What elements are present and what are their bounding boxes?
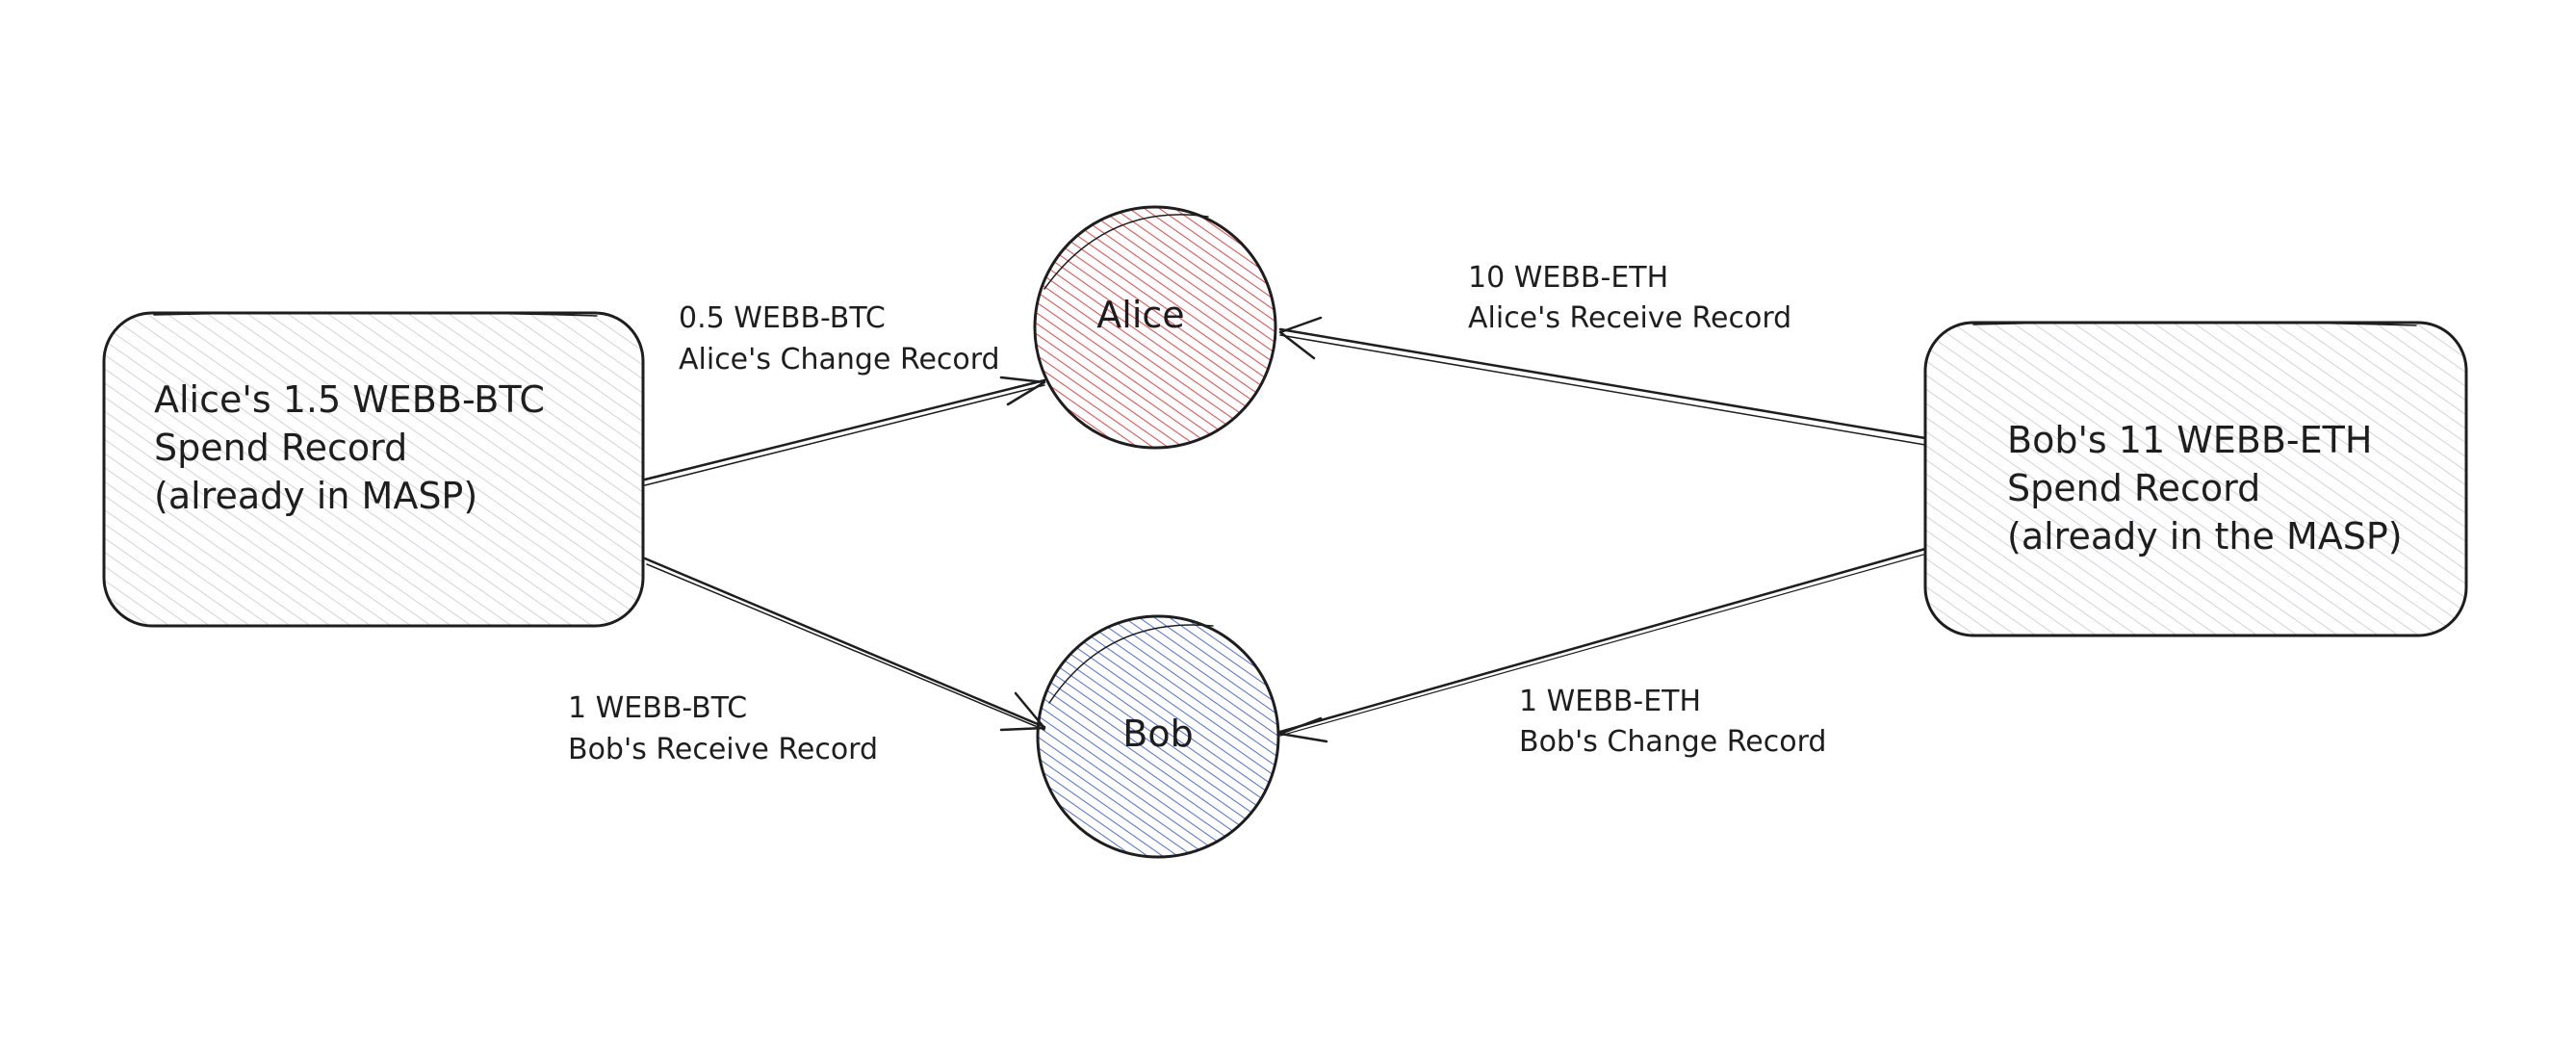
edge-alice-receive: 10 WEBB-ETH Alice's Receive Record bbox=[1278, 261, 1927, 446]
edge-bob-receive: 1 WEBB-BTC Bob's Receive Record bbox=[568, 557, 1046, 766]
bob-spend-record-box: Bob's 11 WEBB-ETH Spend Record (already … bbox=[1923, 321, 2468, 637]
alice-spend-line-2: Spend Record bbox=[154, 427, 407, 469]
alice-change-record: Alice's Change Record bbox=[679, 343, 1000, 376]
alice-receive-record: Alice's Receive Record bbox=[1468, 301, 1791, 335]
edge-bob-change: 1 WEBB-ETH Bob's Change Record bbox=[1278, 547, 1927, 759]
bob-label: Bob bbox=[1122, 713, 1193, 755]
alice-node: Alice bbox=[1033, 205, 1277, 450]
edge-alice-change: 0.5 WEBB-BTC Alice's Change Record bbox=[643, 301, 1046, 486]
bob-node: Bob bbox=[1036, 614, 1280, 859]
alice-change-amount: 0.5 WEBB-BTC bbox=[679, 301, 886, 335]
bob-change-record: Bob's Change Record bbox=[1519, 725, 1826, 759]
alice-spend-line-3: (already in MASP) bbox=[154, 475, 477, 517]
bob-receive-record: Bob's Receive Record bbox=[568, 733, 878, 766]
alice-spend-record-box: Alice's 1.5 WEBB-BTC Spend Record (alrea… bbox=[102, 311, 645, 628]
bob-receive-amount: 1 WEBB-BTC bbox=[568, 691, 747, 725]
alice-spend-line-1: Alice's 1.5 WEBB-BTC bbox=[154, 378, 545, 421]
bob-change-amount: 1 WEBB-ETH bbox=[1519, 685, 1701, 718]
bob-spend-line-1: Bob's 11 WEBB-ETH bbox=[2007, 419, 2372, 461]
bob-spend-line-2: Spend Record bbox=[2007, 467, 2260, 509]
bob-spend-line-3: (already in the MASP) bbox=[2007, 515, 2403, 558]
alice-label: Alice bbox=[1096, 294, 1184, 336]
alice-receive-amount: 10 WEBB-ETH bbox=[1468, 261, 1668, 295]
